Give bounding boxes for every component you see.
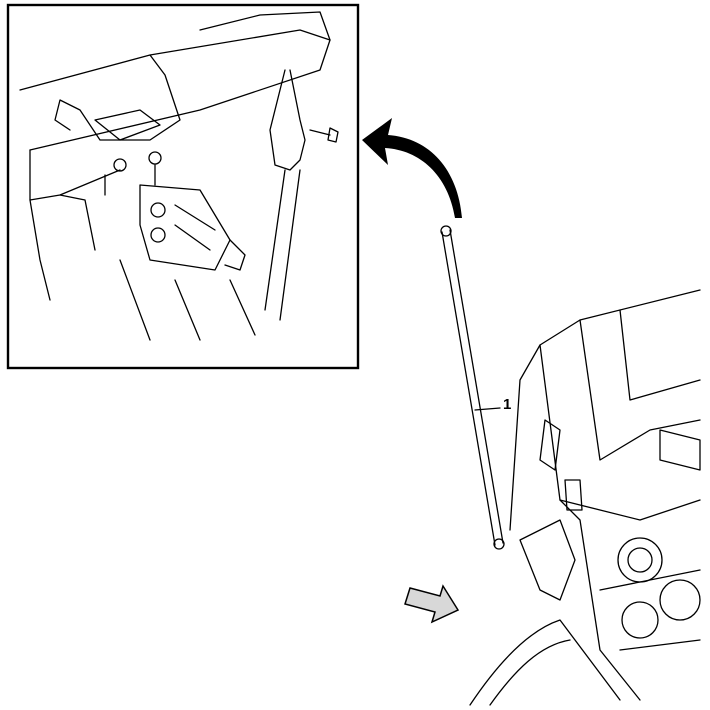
seat-frame [469,289,701,706]
curved-arrow-icon [362,118,462,218]
strut [440,225,505,550]
detail-inset [6,3,360,370]
callout-label: 1 [503,396,512,413]
direction-arrow-icon [404,584,460,624]
